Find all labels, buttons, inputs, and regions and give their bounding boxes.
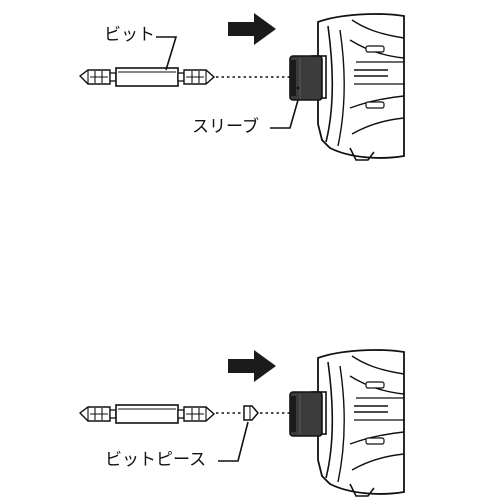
- bit-label: ビット: [104, 25, 155, 45]
- bit-piece-label: ビットピース: [105, 450, 207, 470]
- impact-driver-icon: [289, 13, 405, 161]
- impact-driver-icon-bottom: [289, 349, 405, 497]
- bit-piece-leader-line: [218, 421, 249, 462]
- push-arrow-icon-bottom: [228, 350, 276, 382]
- screwdriver-bit-icon: [79, 67, 215, 87]
- sleeve-leader-line: [270, 99, 299, 129]
- bit-leader-line: [156, 36, 178, 71]
- push-arrow-icon: [228, 13, 276, 45]
- sleeve-label: スリーブ: [192, 117, 259, 137]
- screwdriver-bit-icon-bottom: [79, 404, 215, 424]
- sleeve-pointer-dot: [296, 86, 300, 90]
- bit-piece-icon: [243, 405, 259, 421]
